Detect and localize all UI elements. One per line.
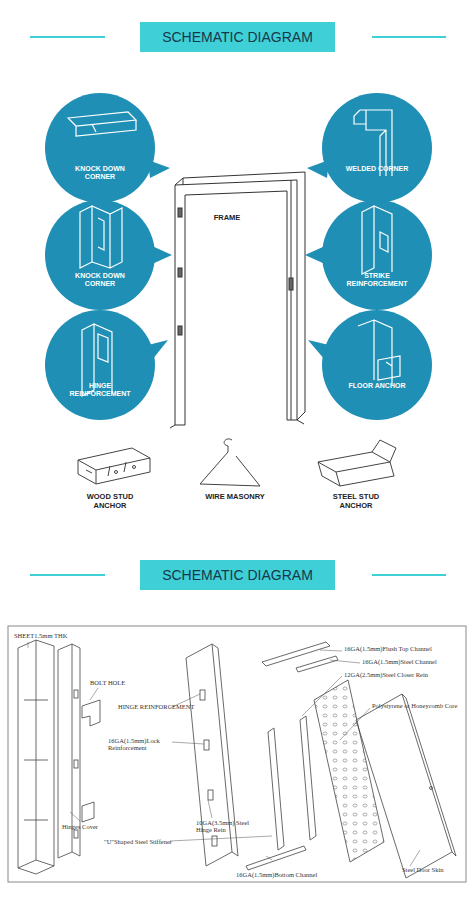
node-label: KNOCK DOWN CORNER — [65, 165, 135, 181]
part-label: 10GA(3.5mm) Steel Hinge Rein — [196, 819, 256, 834]
callout-circle: STRIKE REINFORCEMENT — [322, 200, 432, 310]
part-label: 16GA(1.5mm)Flush Top Channel — [344, 645, 462, 652]
callout-circle: WELDED CORNER — [322, 93, 432, 203]
callout-circle: KNOCK DOWN CORNER — [45, 93, 155, 203]
part-label: BOLT HOLE — [90, 679, 140, 686]
part-label: FRAME — [205, 214, 249, 223]
node-label: KNOCK DOWN CORNER — [65, 272, 135, 288]
callout-drawings — [68, 110, 400, 396]
part-label: Steel Door Skin — [402, 866, 460, 873]
node-label: SCHEMATIC DIAGRAM — [162, 567, 313, 583]
callout-circle: FLOOR ANCHOR — [322, 310, 432, 420]
node-label: STRIKE REINFORCEMENT — [342, 272, 412, 288]
node-label: SCHEMATIC DIAGRAM — [162, 29, 313, 45]
part-label: STEEL STUD ANCHOR — [326, 493, 386, 510]
dimension-label: SHEET1.5mm THK — [14, 632, 94, 639]
part-label: Polystyrene or Honeycomb Core — [372, 702, 460, 709]
callout-circle: KNOCK DOWN CORNER — [45, 200, 155, 310]
part-label: "U"Shaped Steel Stiffener — [104, 838, 174, 845]
title-band: SCHEMATIC DIAGRAM — [140, 22, 335, 52]
callout-circle: HINGE REINFORCEMENT — [45, 310, 155, 420]
banner-rules — [30, 37, 446, 575]
part-label: 16GA(1.5mm)Steel Channel — [362, 658, 462, 665]
node-label: FLOOR ANCHOR — [342, 382, 412, 390]
part-label: WOOD STUD ANCHOR — [80, 493, 140, 510]
part-label: 12GA(2.5mm)Steel Closer Rein — [344, 671, 462, 678]
callout-circles — [45, 93, 432, 420]
anchors — [78, 439, 396, 486]
node-label: HINGE REINFORCEMENT — [65, 382, 135, 398]
panel-border — [8, 626, 466, 882]
part-label: Hinges Cover — [62, 823, 122, 830]
node-label: WELDED CORNER — [342, 165, 412, 173]
part-label: 16GA(1.5mm)Bottom Channel — [236, 871, 346, 878]
part-label: HINGE REINFORCEMENT — [118, 703, 198, 710]
part-label: 16GA(1.5mm)Lock Reinforcement — [108, 737, 174, 752]
part-label: WIRE MASONRY — [205, 493, 265, 502]
door-frame — [170, 172, 305, 428]
title-band: SCHEMATIC DIAGRAM — [140, 560, 335, 590]
